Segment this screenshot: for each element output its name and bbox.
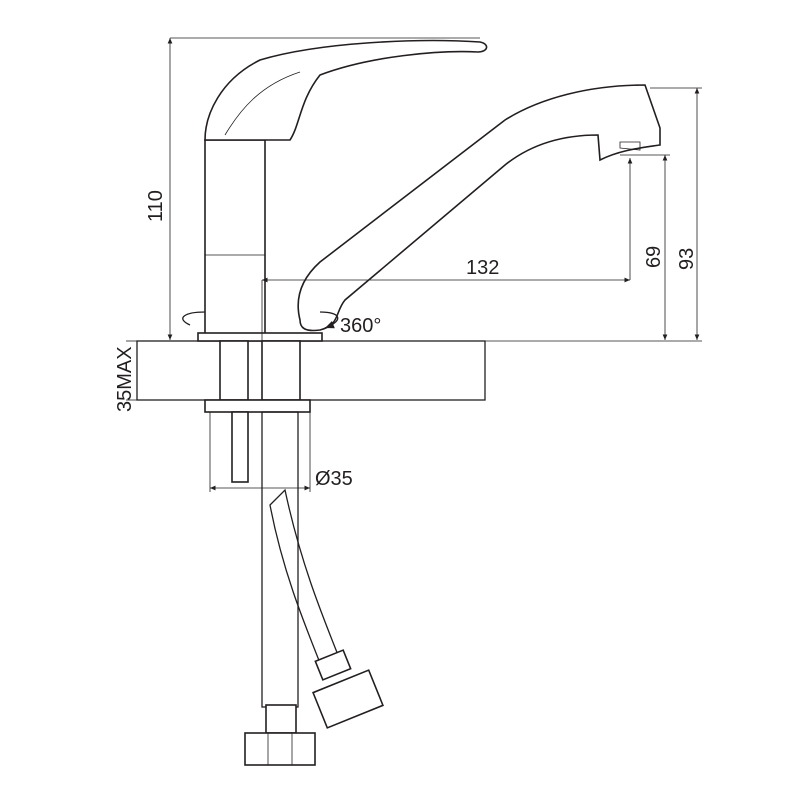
faucet-body — [197, 139, 323, 342]
countertop-thickness-label: 35MAX — [114, 346, 136, 412]
lever-handle — [204, 39, 488, 141]
countertop — [136, 340, 486, 401]
dimension-lines — [126, 37, 702, 492]
rotation-arrow — [182, 311, 339, 328]
rotation-label: 360° — [340, 315, 381, 337]
height-total-label: 110 — [145, 190, 167, 222]
mounting-hardware — [204, 340, 384, 766]
spout-height-label: 93 — [676, 248, 698, 270]
spout-reach-label: 132 — [466, 257, 499, 279]
hole-diameter-label: Ø35 — [315, 468, 353, 490]
spout — [297, 84, 661, 332]
spout-clearance-label: 69 — [643, 246, 665, 268]
